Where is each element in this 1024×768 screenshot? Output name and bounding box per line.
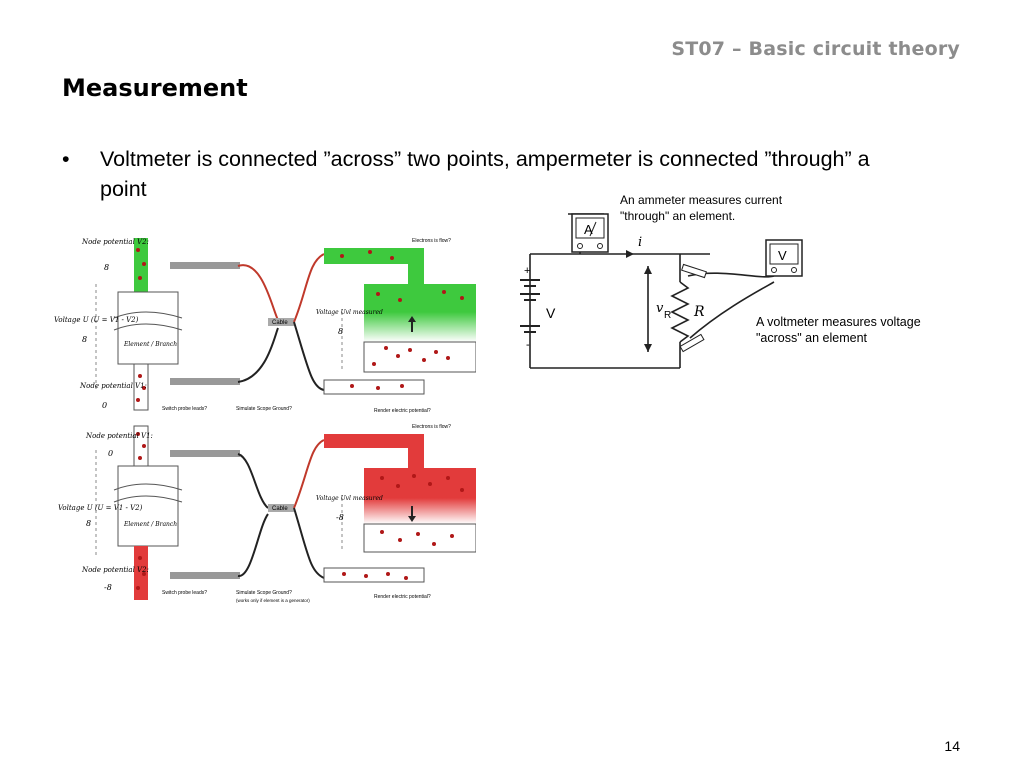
bottom-node-label-1: Node potential V1: <box>85 432 153 440</box>
top-measured-value: 8 <box>338 327 343 336</box>
bottom-node-value-1: 0 <box>108 449 113 458</box>
bullet-text: Voltmeter is connected ”across” two poin… <box>100 147 870 201</box>
probe-measurement-figure: Node potential V2: 8 Voltage U (U = V1 -… <box>52 228 477 612</box>
vr-label: v <box>656 301 664 316</box>
top-cable-label: Cable <box>272 320 288 326</box>
bottom-voltage-label: Voltage U (U = V1 - V2) <box>58 504 143 512</box>
top-scope-lower-plate <box>363 341 477 373</box>
top-node-high-terminal <box>134 238 148 292</box>
top-simulate-ground: Simulate Scope Ground? <box>236 406 292 412</box>
source-label: V <box>546 305 556 321</box>
bottom-measured-label: Voltage Uvl measured <box>316 495 383 502</box>
top-switch-probe: Switch probe leads? <box>162 406 207 412</box>
top-electron-flow: Electrons is flow? <box>412 238 451 244</box>
voltmeter-letter: V <box>778 248 787 263</box>
bottom-scope-upper-rail <box>324 434 424 448</box>
top-voltage-label: Voltage U (U = V1 - V2) <box>54 316 139 324</box>
ammeter-caption-line2: "through" an element. <box>620 209 735 223</box>
top-element-box <box>117 291 179 365</box>
top-node-value-2: 0 <box>102 401 107 410</box>
slide-title: Measurement <box>62 74 248 102</box>
page-number: 14 <box>944 738 960 754</box>
bottom-electron-flow: Electrons is flow? <box>412 424 451 430</box>
bottom-measured-value: -8 <box>336 513 344 522</box>
top-element-label: Element / Branch <box>123 341 177 348</box>
top-node-label-1: Node potential V2: <box>81 238 149 246</box>
top-scope-plate <box>364 284 476 312</box>
top-scope-charge-dots <box>340 250 464 390</box>
bottom-switch-probe: Switch probe leads? <box>162 590 207 596</box>
bottom-scope-lower-plate <box>363 523 477 553</box>
circuit-diagram-figure: A V An ammeter measures current "through… <box>510 190 950 380</box>
circuit-diagram: A V An ammeter measures current "through… <box>520 193 921 369</box>
top-node-value-1: 8 <box>104 263 109 272</box>
course-label: ST07 – Basic circuit theory <box>671 38 960 60</box>
bottom-element-box <box>117 465 179 547</box>
bottom-node-value-2: -8 <box>104 583 112 592</box>
bottom-element-label: Element / Branch <box>123 521 177 528</box>
current-label: i <box>638 235 642 250</box>
vr-subscript: R <box>664 310 671 321</box>
voltmeter-caption-line1: A voltmeter measures voltage <box>756 315 921 329</box>
bottom-scope-plate <box>364 468 476 498</box>
top-measured-label: Voltage Uvl measured <box>316 309 383 316</box>
battery-symbol <box>520 279 540 333</box>
top-scope-upper-rail <box>324 248 424 264</box>
bottom-voltage-value: 8 <box>86 519 91 528</box>
voltmeter-caption-line2: "across" an element <box>756 331 868 345</box>
bottom-charge-dots <box>136 432 146 590</box>
bottom-panel <box>95 425 477 600</box>
top-cable-label-box <box>268 318 294 326</box>
probe-illustration: Node potential V2: 8 Voltage U (U = V1 -… <box>54 238 477 603</box>
top-charge-dots <box>136 248 146 402</box>
plus-label: + <box>524 265 530 277</box>
bottom-simulate-ground: Simulate Scope Ground? <box>236 590 292 596</box>
bottom-scope-charge-dots <box>342 474 464 580</box>
voltmeter-symbol <box>765 239 803 277</box>
bullet-marker: • <box>62 147 70 171</box>
bottom-cable-label-box <box>268 504 294 512</box>
ammeter-letter: A <box>584 222 593 237</box>
bottom-ground-note: (works only if element is a generator) <box>236 598 310 603</box>
bottom-cable-label: Cable <box>272 506 288 512</box>
bottom-node-label-2: Node potential V2: <box>81 566 149 574</box>
ammeter-symbol <box>571 213 609 253</box>
top-voltage-value: 8 <box>82 335 87 344</box>
resistor-label: R <box>693 304 705 320</box>
bottom-render-potential: Render electric potential? <box>374 594 431 600</box>
top-panel <box>95 238 477 411</box>
top-render-potential: Render electric potential? <box>374 408 431 414</box>
ammeter-caption-line1: An ammeter measures current <box>620 193 783 207</box>
top-node-label-2: Node potential V1: <box>79 382 147 390</box>
minus-label: - <box>526 339 530 351</box>
